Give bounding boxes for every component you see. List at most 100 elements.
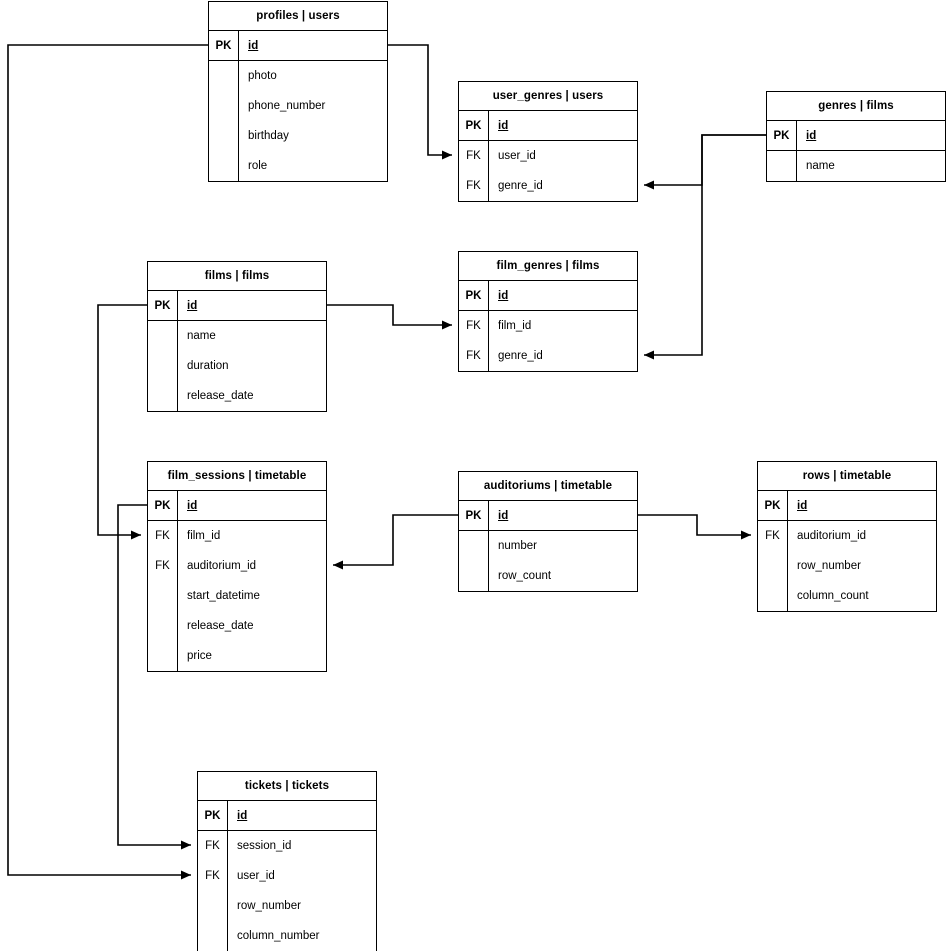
- attribute-name: film_id: [187, 530, 221, 542]
- attribute-row[interactable]: PK id: [459, 281, 637, 311]
- key-badge-fk: FK: [459, 171, 489, 201]
- relationship-genres-id-to-user_genres-genre_id: [644, 134, 766, 190]
- relationship-line: [333, 514, 458, 566]
- attribute-name: price: [187, 650, 212, 662]
- attribute-row[interactable]: release_date: [148, 381, 326, 411]
- relationship-auditoriums-id-to-film_sessions-auditorium_id: [333, 514, 458, 570]
- attribute-row[interactable]: row_number: [758, 551, 936, 581]
- key-badge-pk: PK: [459, 281, 489, 310]
- attribute-row[interactable]: photo: [209, 61, 387, 91]
- key-badge-fk: FK: [148, 521, 178, 551]
- attribute-row[interactable]: role: [209, 151, 387, 181]
- attribute-name: genre_id: [498, 180, 543, 192]
- attribute-row[interactable]: PK id: [209, 31, 387, 61]
- attribute-row[interactable]: name: [148, 321, 326, 351]
- attribute-name: id: [187, 499, 198, 512]
- attribute-row[interactable]: number: [459, 531, 637, 561]
- relationship-arrowhead: [442, 150, 452, 160]
- attribute-name: id: [806, 129, 817, 142]
- entity-title-film_genres: film_genres | films: [459, 252, 637, 281]
- key-badge-pk: PK: [148, 491, 178, 520]
- relationship-arrowhead: [644, 180, 654, 190]
- attribute-row[interactable]: FK genre_id: [459, 171, 637, 201]
- key-badge-fk: FK: [198, 861, 228, 891]
- relationship-arrowhead: [741, 530, 751, 540]
- entity-title-rows: rows | timetable: [758, 462, 936, 491]
- attribute-row[interactable]: column_count: [758, 581, 936, 611]
- attribute-name: duration: [187, 360, 229, 372]
- attribute-row[interactable]: PK id: [767, 121, 945, 151]
- attribute-row[interactable]: duration: [148, 351, 326, 381]
- entity-title-tickets: tickets | tickets: [198, 772, 376, 801]
- attribute-row[interactable]: phone_number: [209, 91, 387, 121]
- relationship-line: [7, 44, 208, 876]
- key-badge-empty: [148, 641, 178, 671]
- key-badge-fk: FK: [198, 831, 228, 861]
- relationship-arrowhead: [181, 870, 191, 880]
- key-badge-empty: [767, 151, 797, 181]
- entity-title-film_sessions: film_sessions | timetable: [148, 462, 326, 491]
- attribute-name: genre_id: [498, 350, 543, 362]
- key-badge-empty: [148, 381, 178, 411]
- attribute-name: id: [248, 39, 259, 52]
- attribute-name: column_count: [797, 590, 869, 602]
- attribute-row[interactable]: FK film_id: [148, 521, 326, 551]
- key-badge-pk: PK: [209, 31, 239, 60]
- key-badge-empty: [148, 611, 178, 641]
- attribute-row[interactable]: price: [148, 641, 326, 671]
- key-badge-pk: PK: [459, 111, 489, 140]
- relationship-line: [638, 514, 751, 536]
- attribute-row[interactable]: FK genre_id: [459, 341, 637, 371]
- attribute-name: start_datetime: [187, 590, 260, 602]
- attribute-row[interactable]: column_number: [198, 921, 376, 951]
- key-badge-fk: FK: [459, 141, 489, 171]
- attribute-name: id: [797, 499, 808, 512]
- attribute-row[interactable]: name: [767, 151, 945, 181]
- key-badge-pk: PK: [767, 121, 797, 150]
- attribute-name: phone_number: [248, 100, 326, 112]
- attribute-name: column_number: [237, 930, 320, 942]
- relationship-profiles-id-to-user_genres-user_id: [388, 44, 452, 160]
- attribute-row[interactable]: start_datetime: [148, 581, 326, 611]
- relationship-films-id-to-film_sessions-film_id: [97, 304, 147, 540]
- key-badge-empty: [209, 151, 239, 181]
- attribute-name: id: [498, 289, 509, 302]
- attribute-row[interactable]: row_count: [459, 561, 637, 591]
- attribute-row[interactable]: birthday: [209, 121, 387, 151]
- attribute-name: auditorium_id: [187, 560, 257, 572]
- key-badge-empty: [758, 581, 788, 611]
- key-badge-pk: PK: [198, 801, 228, 830]
- key-badge-empty: [148, 581, 178, 611]
- relationship-films-id-to-film_genres-film_id: [327, 304, 452, 330]
- attribute-row[interactable]: PK id: [148, 491, 326, 521]
- attribute-name: number: [498, 540, 537, 552]
- key-badge-empty: [209, 121, 239, 151]
- entity-title-auditoriums: auditoriums | timetable: [459, 472, 637, 501]
- attribute-row[interactable]: row_number: [198, 891, 376, 921]
- relationship-arrowhead: [131, 530, 141, 540]
- relationship-arrowhead: [181, 840, 191, 850]
- key-badge-fk: FK: [459, 341, 489, 371]
- attribute-row[interactable]: release_date: [148, 611, 326, 641]
- key-badge-empty: [459, 561, 489, 591]
